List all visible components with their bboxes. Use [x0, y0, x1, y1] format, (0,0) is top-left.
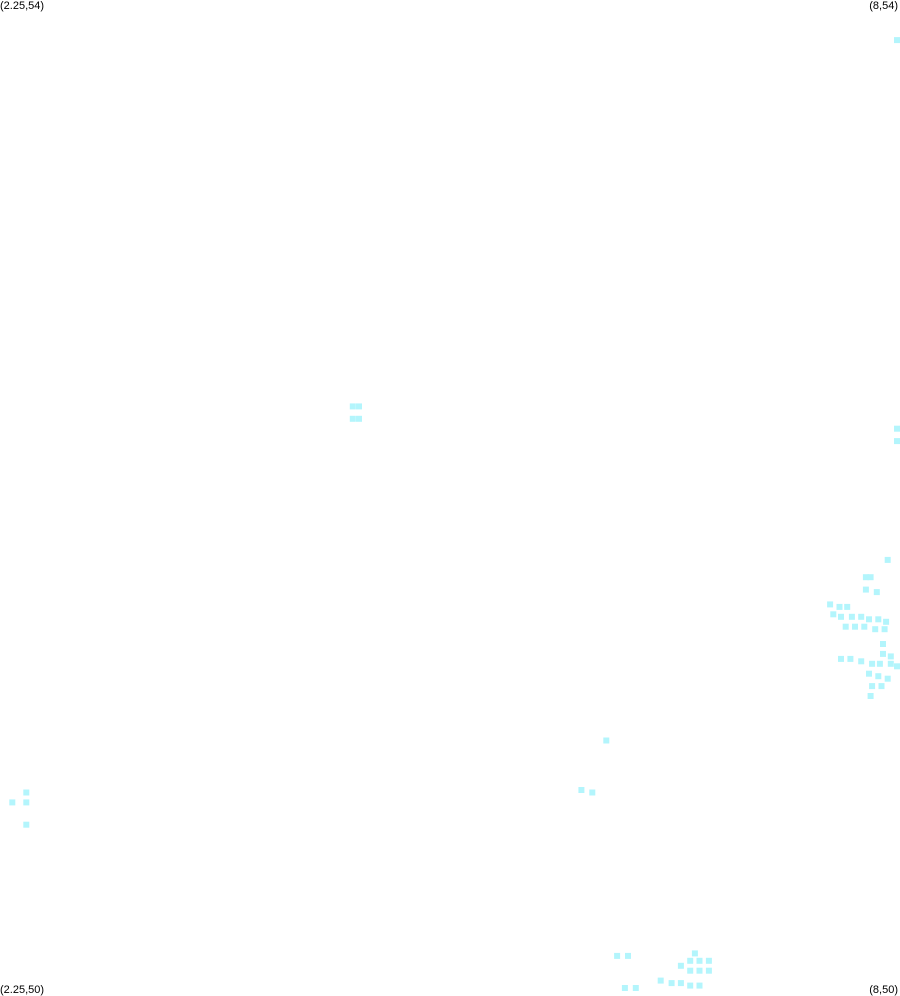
- data-point: [578, 787, 585, 793]
- data-point: [836, 603, 843, 610]
- data-point: [894, 37, 900, 44]
- data-point: [838, 655, 844, 662]
- data-point: [848, 613, 855, 620]
- data-point: [632, 985, 639, 991]
- data-point: [887, 653, 894, 660]
- data-point: [881, 626, 888, 633]
- data-point: [827, 601, 834, 608]
- data-point: [887, 660, 894, 667]
- data-point: [677, 980, 684, 987]
- data-point: [603, 737, 610, 744]
- data-point: [589, 789, 596, 796]
- data-point: [858, 658, 865, 665]
- data-point: [861, 623, 868, 630]
- data-point: [23, 821, 30, 828]
- data-point: [705, 967, 712, 974]
- corner-label-bottom-left: (2.25,50): [0, 984, 45, 996]
- data-point: [691, 950, 698, 957]
- data-point: [356, 403, 362, 410]
- data-point: [687, 982, 694, 989]
- data-point: [894, 438, 900, 445]
- data-point: [847, 655, 854, 662]
- data-point: [867, 693, 874, 699]
- data-point: [696, 967, 703, 974]
- data-point: [696, 957, 703, 964]
- data-point: [875, 673, 882, 680]
- data-point: [349, 415, 356, 422]
- data-point: [687, 957, 694, 964]
- data-point: [883, 618, 890, 625]
- data-point: [9, 799, 16, 806]
- data-point: [625, 952, 631, 959]
- data-point: [668, 980, 675, 987]
- data-point: [838, 613, 844, 620]
- corner-label-bottom-right: (8,50): [869, 984, 898, 996]
- data-point: [858, 613, 865, 620]
- data-point: [894, 663, 900, 670]
- data-point: [657, 977, 664, 984]
- data-point: [844, 603, 851, 610]
- data-point: [842, 623, 849, 630]
- data-point: [876, 660, 883, 667]
- data-point: [872, 626, 879, 633]
- data-point: [884, 556, 891, 563]
- data-point: [621, 985, 628, 991]
- data-point: [878, 683, 885, 690]
- data-point: [880, 641, 886, 647]
- data-point: [852, 623, 858, 630]
- data-point: [862, 586, 869, 593]
- data-point: [869, 660, 876, 667]
- data-point: [614, 952, 621, 959]
- corner-label-top-right: (8,54): [869, 0, 898, 12]
- data-point: [894, 425, 900, 432]
- data-point: [356, 415, 362, 422]
- data-point: [23, 799, 30, 806]
- data-point: [880, 650, 886, 657]
- data-point: [705, 957, 712, 964]
- data-point: [696, 982, 703, 989]
- corner-label-top-left: (2.25,54): [0, 0, 45, 12]
- data-point: [830, 611, 837, 618]
- data-point: [866, 670, 872, 677]
- data-point: [862, 574, 869, 581]
- data-point: [869, 683, 876, 690]
- data-point: [866, 616, 872, 623]
- data-point: [687, 967, 694, 974]
- data-point: [867, 574, 874, 581]
- data-point: [349, 403, 356, 410]
- data-point: [884, 675, 891, 682]
- data-point: [677, 962, 684, 969]
- data-point: [23, 789, 30, 796]
- data-point: [875, 616, 882, 623]
- data-point: [873, 589, 880, 596]
